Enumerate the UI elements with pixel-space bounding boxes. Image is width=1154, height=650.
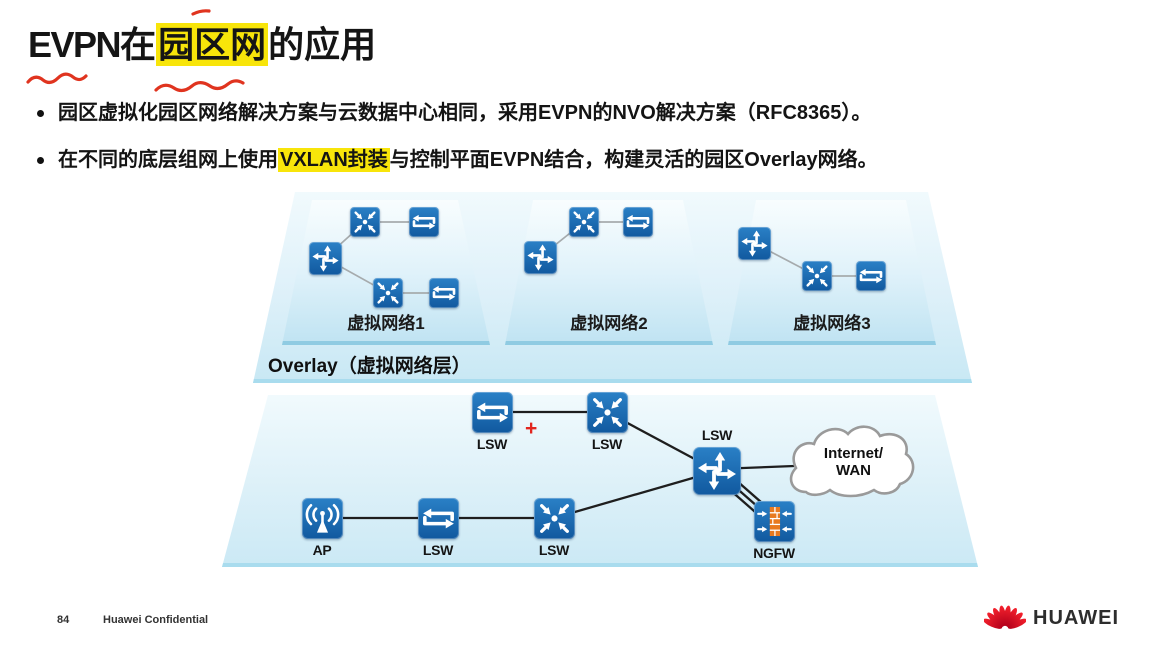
bullet-text: 与控制平面EVPN结合，构建灵活的园区Overlay网络。 [389,149,878,171]
l2-switch-icon [471,391,513,433]
device-label: LSW [591,435,623,452]
l2-switch-icon [409,207,439,237]
confidential-text: Huawei Confidential [103,614,209,626]
l2-switch-icon [429,278,459,308]
l2-switch-icon [417,497,459,539]
virtual-network-label: 虚拟网络3 [793,314,871,333]
device-label: LSW [422,541,454,558]
overlay-layer-label: Overlay（虚拟网络层） [268,351,471,378]
trapezoid-edge [222,563,978,567]
title-suffix: 的应用 [268,24,377,65]
device-label: NGFW [753,544,795,561]
title-prefix: EVPN [28,24,122,65]
l2-switch-icon [623,207,653,237]
huawei-brand-text: HUAWEI [1033,606,1119,629]
device-label: LSW [538,541,570,558]
lan-switch-icon [802,261,832,291]
bullet-dot [37,157,44,164]
bullet-text: 园区虚拟化园区网络解决方案与云数据中心相同，采用EVPN的NVO解决方案（RFC… [58,102,872,124]
lan-switch-icon [569,207,599,237]
overlay-label-en: Overlay [268,356,338,377]
trapezoid-edge [253,379,972,383]
router-icon [693,447,741,495]
highlighted-text: VXLAN封装 [278,148,390,172]
device-label: LSW [701,427,733,443]
title-connector: 在 [120,24,157,65]
access-point-icon [301,497,343,539]
router-icon [737,226,771,260]
cloud-label-line2: WAN [836,462,871,479]
huawei-flower-icon [984,605,1026,629]
red-plus-annotation: + [525,417,538,440]
bullet-dot [37,110,44,117]
virtual-network-label: 虚拟网络2 [570,314,648,333]
internet-wan-label: Internet/ WAN [806,445,901,479]
title-highlight: 园区网 [156,23,269,66]
red-underline-evpn [26,72,88,85]
lan-switch-icon [533,497,575,539]
trapezoid-edge [728,341,936,345]
device-label: LSW [476,435,508,452]
bullet-text: 在不同的底层组网上使用 [58,149,278,171]
router-icon [308,241,342,275]
page-title: EVPN在园区网的应用 [28,16,376,68]
red-tick-mark [191,9,211,16]
cloud-label-line1: Internet/ [823,445,884,462]
red-underline-campus [154,79,245,93]
l2-switch-icon [856,261,886,291]
trapezoid-edge [282,341,490,345]
lan-switch-icon [373,278,403,308]
device-label: AP [312,541,332,558]
lan-switch-icon [350,207,380,237]
page-number: 84 [57,614,70,626]
huawei-logo: HUAWEI [984,603,1119,633]
trapezoid-edge [505,341,713,345]
lan-switch-icon [586,391,628,433]
overlay-label-zh: （虚拟网络层） [337,356,471,377]
firewall-icon [753,500,795,542]
bullet-item: 园区虚拟化园区网络解决方案与云数据中心相同，采用EVPN的NVO解决方案（RFC… [34,100,1044,126]
virtual-network-3-panel: 虚拟网络3 [728,200,936,345]
virtual-network-label: 虚拟网络1 [347,314,425,333]
router-icon [523,240,557,274]
bullet-list: 园区虚拟化园区网络解决方案与云数据中心相同，采用EVPN的NVO解决方案（RFC… [34,100,1044,194]
